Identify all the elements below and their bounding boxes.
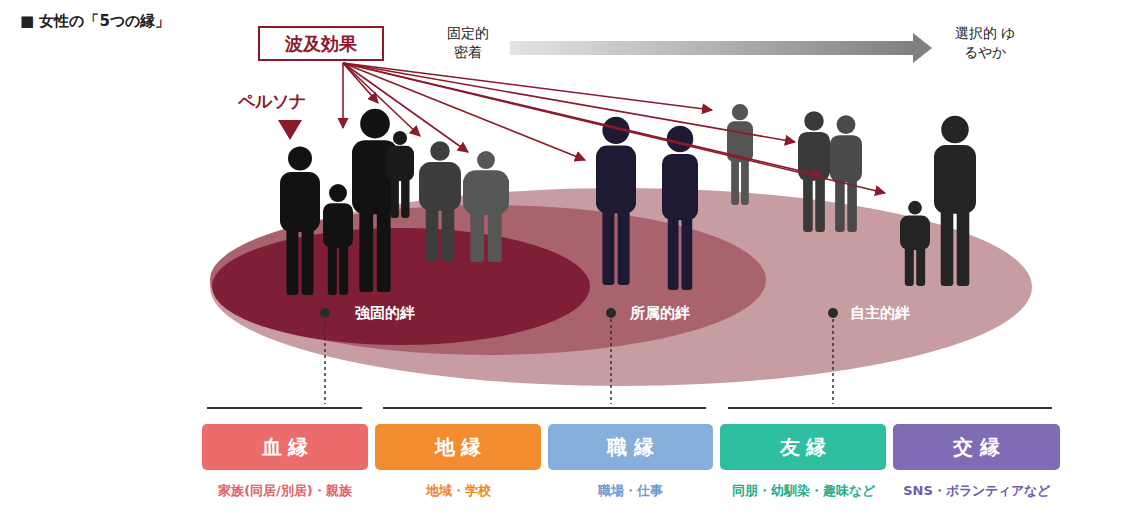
ripple-arrow (343, 63, 420, 136)
ellipse-fill (212, 228, 590, 345)
category-name: 友 縁 (720, 424, 886, 470)
ripple-arrow (343, 63, 885, 193)
bond-label: 所属的絆 (630, 304, 690, 323)
gradient-arrow (510, 41, 915, 55)
bond-label: 強固的絆 (355, 304, 415, 323)
person-torso (934, 145, 976, 214)
person-head (732, 104, 748, 120)
category-detail: SNS・ボランティアなど (863, 482, 1090, 500)
diagram-title: ■ 女性の「5つの縁」 (20, 12, 170, 31)
category-detail: 家族(同居/別居)・親族 (172, 482, 398, 500)
person-torso (386, 146, 414, 181)
category-name: 血 縁 (202, 424, 368, 470)
category-detail: 職場・仕事 (518, 482, 743, 500)
category-name: 交 縁 (893, 424, 1060, 470)
person-head (667, 126, 694, 153)
effect-box: 波及効果 (258, 26, 384, 61)
person-head (477, 151, 495, 169)
ellipse-fill (210, 205, 766, 355)
bond-ellipse: 強固的絆 (212, 228, 590, 345)
ripple-arrows (343, 63, 885, 193)
category-box: 交 縁SNS・ボランティアなど (893, 424, 1060, 470)
box-text: 波及効果 (285, 32, 357, 56)
category-box: 友 縁同朋・幼馴染・趣味など (720, 424, 886, 470)
ellipse-shape (212, 228, 590, 345)
person-head (837, 115, 856, 134)
category-box: 地 縁地域・学校 (375, 424, 541, 470)
person-head (941, 116, 969, 144)
category-box: 血 縁家族(同居/別居)・親族 (202, 424, 368, 470)
brackets (207, 407, 1052, 409)
category-detail: 地域・学校 (345, 482, 571, 500)
person-head (602, 117, 629, 144)
ripple-arrow (342, 63, 344, 128)
bond-ellipse: 自主的絆 所属的絆 強固的絆 (210, 188, 1032, 386)
person-head (360, 109, 390, 139)
persona-label: ペルソナ (238, 90, 306, 113)
person-head (329, 184, 347, 202)
category-detail: 同朋・幼馴染・趣味など (690, 482, 916, 500)
person-head (393, 131, 407, 145)
ripple-arrow (343, 63, 795, 142)
ripple-arrow (343, 63, 712, 110)
axis-label: 固定的 密着 (440, 24, 496, 62)
ripple-arrow (343, 63, 468, 152)
gradient-arrowhead (913, 33, 932, 63)
person-torso (727, 121, 753, 162)
person-silhouette (727, 104, 753, 205)
persona-triangle (278, 120, 302, 140)
category-name: 地 縁 (375, 424, 541, 470)
person-head (908, 201, 922, 215)
ripple-arrow (343, 63, 585, 160)
ellipse-fill (210, 188, 1032, 386)
category-name: 職 縁 (548, 424, 713, 470)
person-torso (798, 132, 830, 181)
ripple-arrow (343, 63, 822, 176)
bond-label: 自主的絆 (850, 304, 910, 323)
person-head (430, 141, 450, 161)
axis-label: 選択的 ゆるやか (950, 24, 1020, 62)
person-torso (830, 135, 862, 182)
person-torso (352, 140, 398, 214)
category-box: 職 縁職場・仕事 (548, 424, 713, 470)
bond-ellipse: 所属的絆 強固的絆 (210, 205, 766, 355)
ripple-arrow (343, 63, 378, 103)
person-head (288, 147, 312, 171)
person-head (804, 111, 824, 131)
